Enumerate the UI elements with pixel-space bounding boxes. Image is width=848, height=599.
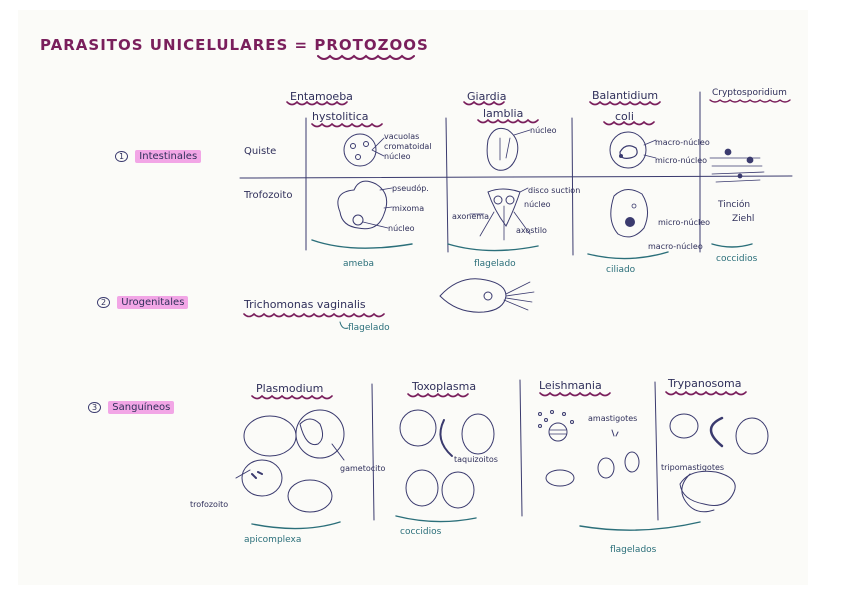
toxoplasma-cells [400,410,494,508]
arc-flagelado [448,244,538,251]
arc-coccidios [712,244,752,247]
intestinal-divider-3 [572,118,573,255]
underline-hystolitica [312,124,382,127]
trichomonas-underline [244,314,384,317]
leishmania-cells [539,411,640,487]
intestinal-row-divider [240,176,792,178]
underline-toxoplasma [408,394,468,397]
underline-leishmania [540,393,610,396]
underline-plasmodium [252,396,332,399]
arc-ameba [312,240,412,248]
underline-balantidium [590,102,660,105]
balantidium-cyst [610,132,646,168]
plasmodium-cells [236,410,344,512]
balantidium-trophozoite [611,189,648,236]
cryptosporidium-oocysts [710,149,764,182]
blood-divider-3 [655,382,658,520]
arc-coccidios-blood [396,516,476,522]
trichomonas-body [440,279,506,312]
underline-trypanosoma [666,392,746,395]
arc-apicomplexa [252,522,340,529]
arc-flagelados-blood [580,522,700,530]
trypanosoma-cells [670,414,768,512]
blood-divider-1 [372,384,374,520]
entamoeba-cyst [344,134,376,166]
underline-giardia [464,102,504,105]
arc-ciliado [588,252,668,259]
underline-lamblia [478,120,538,123]
underline-cryptosporidium [710,100,790,102]
title-underline [318,56,414,59]
blood-divider-2 [520,380,522,516]
intestinal-divider-2 [446,118,448,252]
underline-coli [604,122,654,125]
giardia-cyst [487,128,518,170]
underline-entamoeba [287,102,347,105]
